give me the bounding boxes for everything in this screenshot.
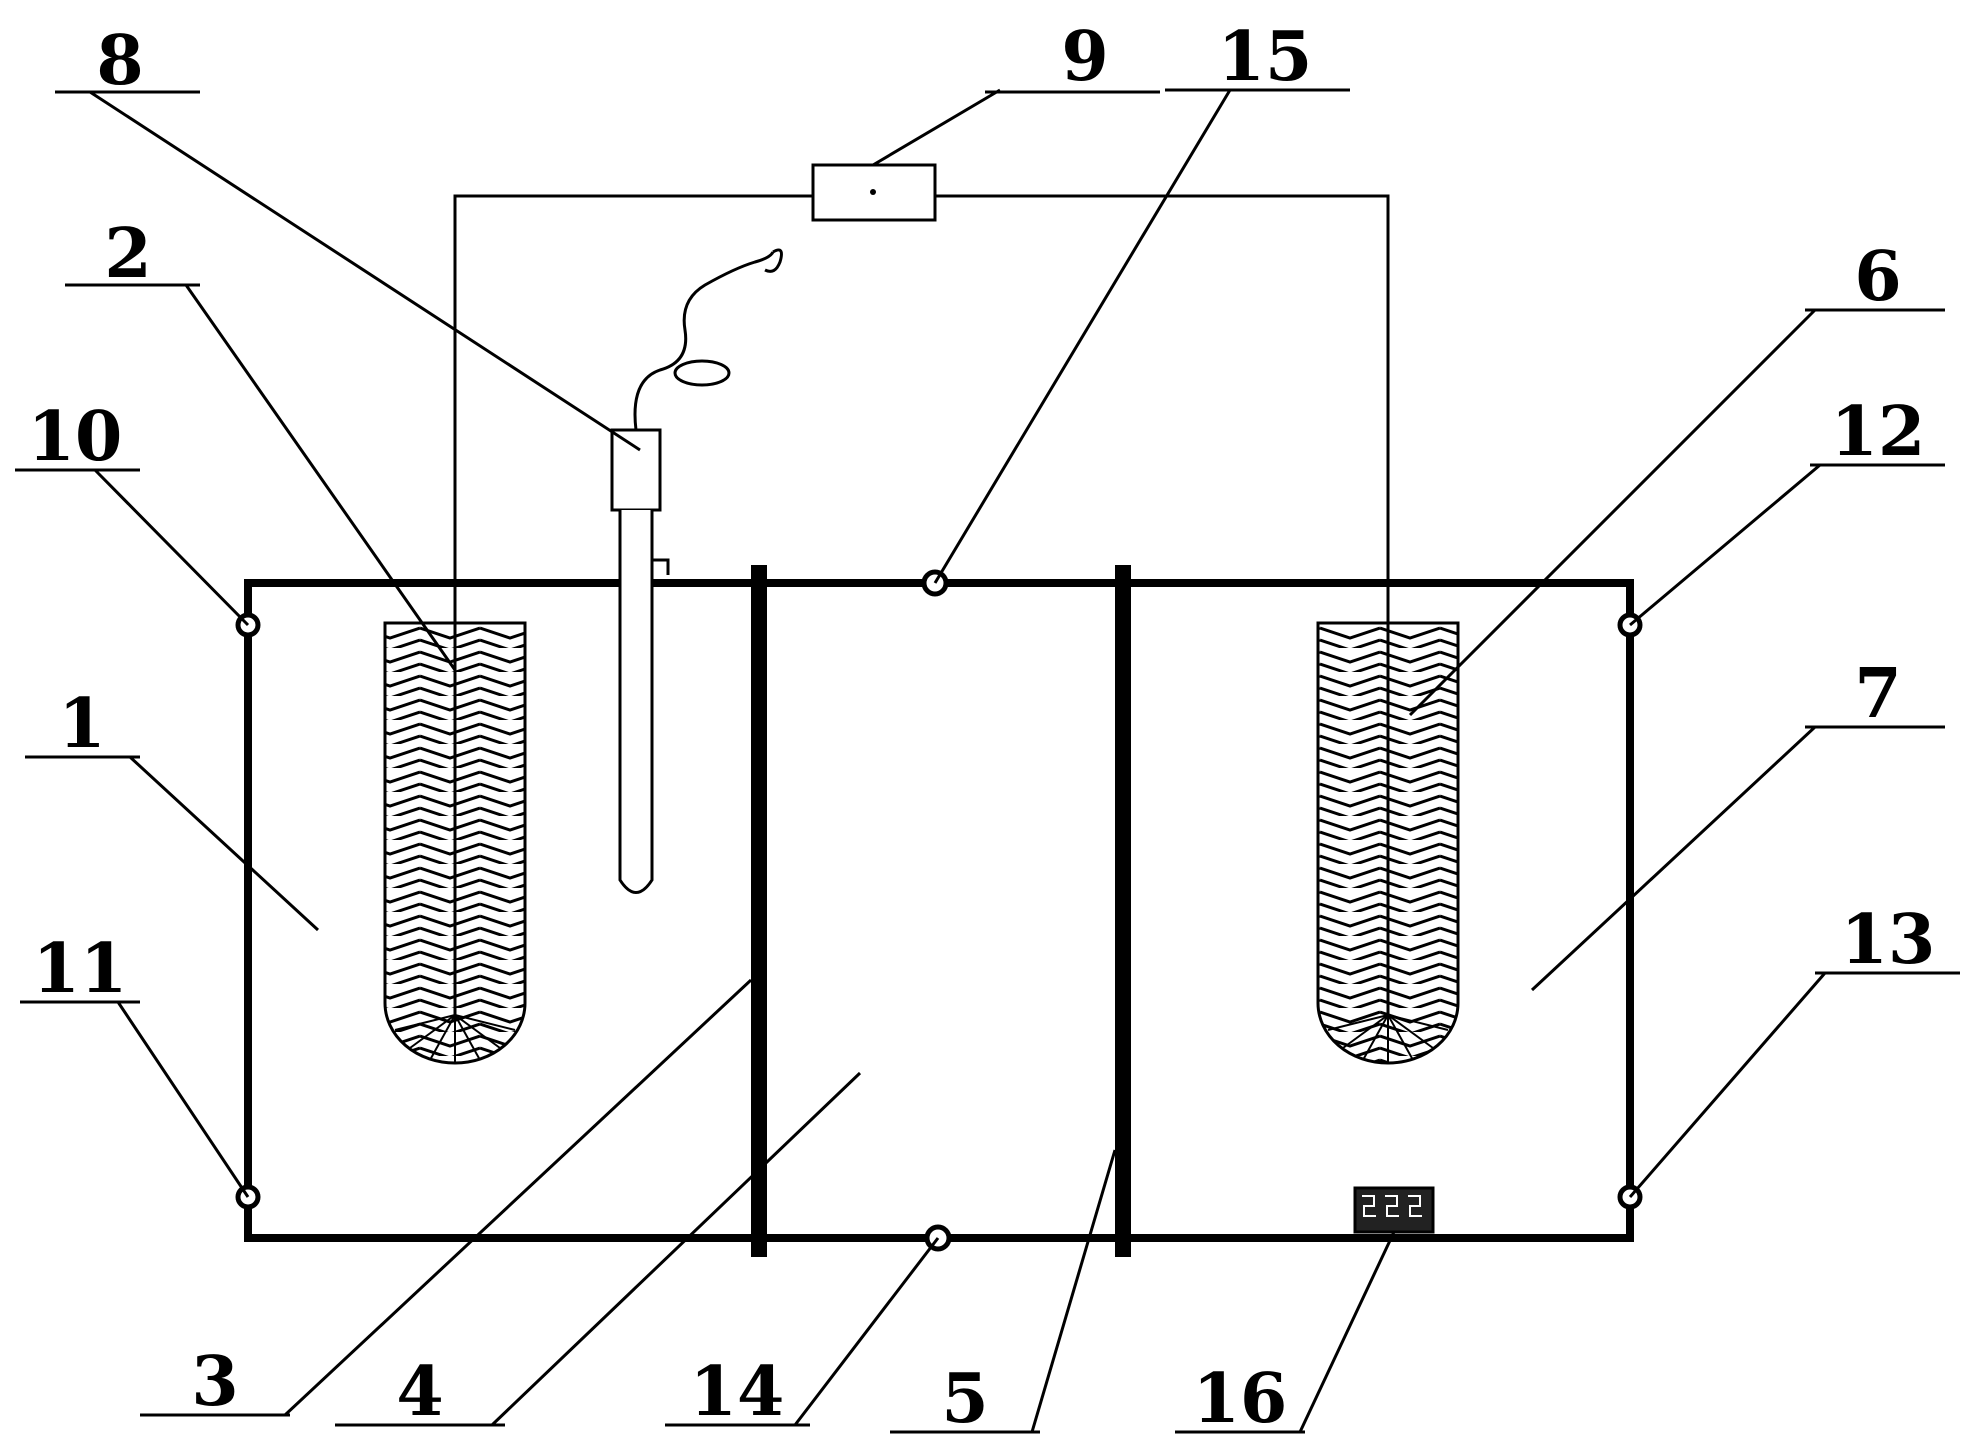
label-underlines [15, 88, 1960, 1434]
label-15: 15 [1218, 17, 1313, 97]
component-16-block [1353, 1186, 1435, 1234]
label-12: 12 [1831, 392, 1926, 472]
label-16: 16 [1193, 1359, 1288, 1439]
left-brush-electrode [383, 430, 527, 1065]
label-7: 7 [1854, 654, 1901, 734]
right-brush-electrode [1316, 430, 1460, 1065]
label-5: 5 [941, 1359, 988, 1439]
power-supply-dot [870, 189, 876, 195]
right-membrane [1115, 565, 1131, 1257]
label-6: 6 [1854, 237, 1901, 317]
label-9: 9 [1061, 17, 1108, 97]
circuit-wire [453, 194, 1390, 430]
label-8: 8 [96, 21, 143, 101]
left-membrane [751, 565, 767, 1257]
label-1: 1 [58, 684, 105, 764]
leader-lines [89, 88, 1827, 1433]
label-11: 11 [33, 929, 128, 1009]
sensor-probe [610, 248, 783, 894]
label-14: 14 [690, 1352, 785, 1432]
label-4: 4 [396, 1352, 443, 1432]
label-3: 3 [191, 1342, 238, 1422]
label-2: 2 [104, 214, 151, 294]
label-13: 13 [1841, 900, 1936, 980]
label-10: 10 [28, 397, 123, 477]
